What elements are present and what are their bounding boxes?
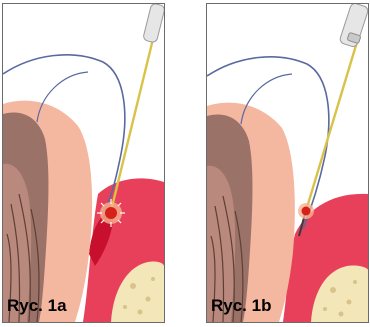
periodontal-laser-illustration-1a bbox=[3, 4, 164, 322]
figure-panel-1a: Ryc. 1a bbox=[2, 3, 165, 323]
laser-spot-icon bbox=[298, 203, 314, 219]
periodontal-laser-illustration-1b bbox=[207, 4, 368, 322]
figure-panel-1b: Ryc. 1b bbox=[206, 3, 369, 323]
laser-handpiece bbox=[143, 4, 164, 43]
laser-spot-icon bbox=[97, 199, 125, 227]
figure-caption-1b: Ryc. 1b bbox=[211, 296, 271, 316]
figure-caption-1a: Ryc. 1a bbox=[7, 296, 67, 316]
